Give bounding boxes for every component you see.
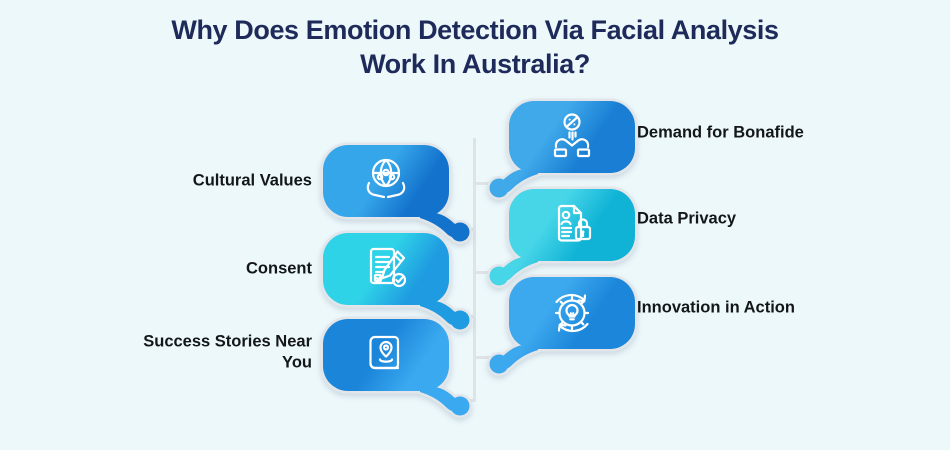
bubble-tail-dot (450, 222, 470, 242)
bubble-cultural-values (320, 142, 472, 244)
label-success-stories: Success Stories Near You (143, 332, 312, 371)
bubble-tail-dot (489, 266, 509, 286)
page-title-line2: Work In Australia? (360, 49, 590, 79)
bubble-demand-bonafide (487, 98, 638, 200)
bubble-tail-dot (450, 396, 470, 416)
connector-right-2 (474, 271, 501, 274)
page-title: Why Does Emotion Detection Via Facial An… (0, 13, 950, 81)
label-consent: Consent (246, 259, 312, 278)
id-document-padlock-icon (557, 204, 592, 242)
hands-holding-globe-icon (366, 158, 406, 199)
bubble-tail-dot (450, 310, 470, 330)
label-cultural-values: Cultural Values (192, 171, 312, 190)
center-divider-line (473, 138, 476, 401)
label-demand-bonafide: Demand for Bonafide (637, 123, 804, 142)
bubble-tail-dot (489, 178, 509, 198)
label-data-privacy: Data Privacy (637, 209, 737, 228)
page-title-line1: Why Does Emotion Detection Via Facial An… (171, 15, 779, 45)
label-innovation-action: Innovation in Action (637, 298, 795, 317)
gear-lightbulb-arrows-icon (554, 293, 590, 333)
bubble-success-stories (320, 316, 472, 418)
connector-right-1 (474, 182, 501, 185)
consent-document-pencil-icon (369, 247, 407, 288)
book-location-pin-icon (369, 335, 400, 370)
bubble-consent (320, 230, 472, 332)
bubble-tail-dot (489, 354, 509, 374)
connector-right-3 (474, 356, 501, 359)
hands-receiving-coin-icon (553, 113, 591, 158)
bubble-data-privacy (487, 186, 638, 288)
bubble-innovation-action (487, 274, 638, 376)
